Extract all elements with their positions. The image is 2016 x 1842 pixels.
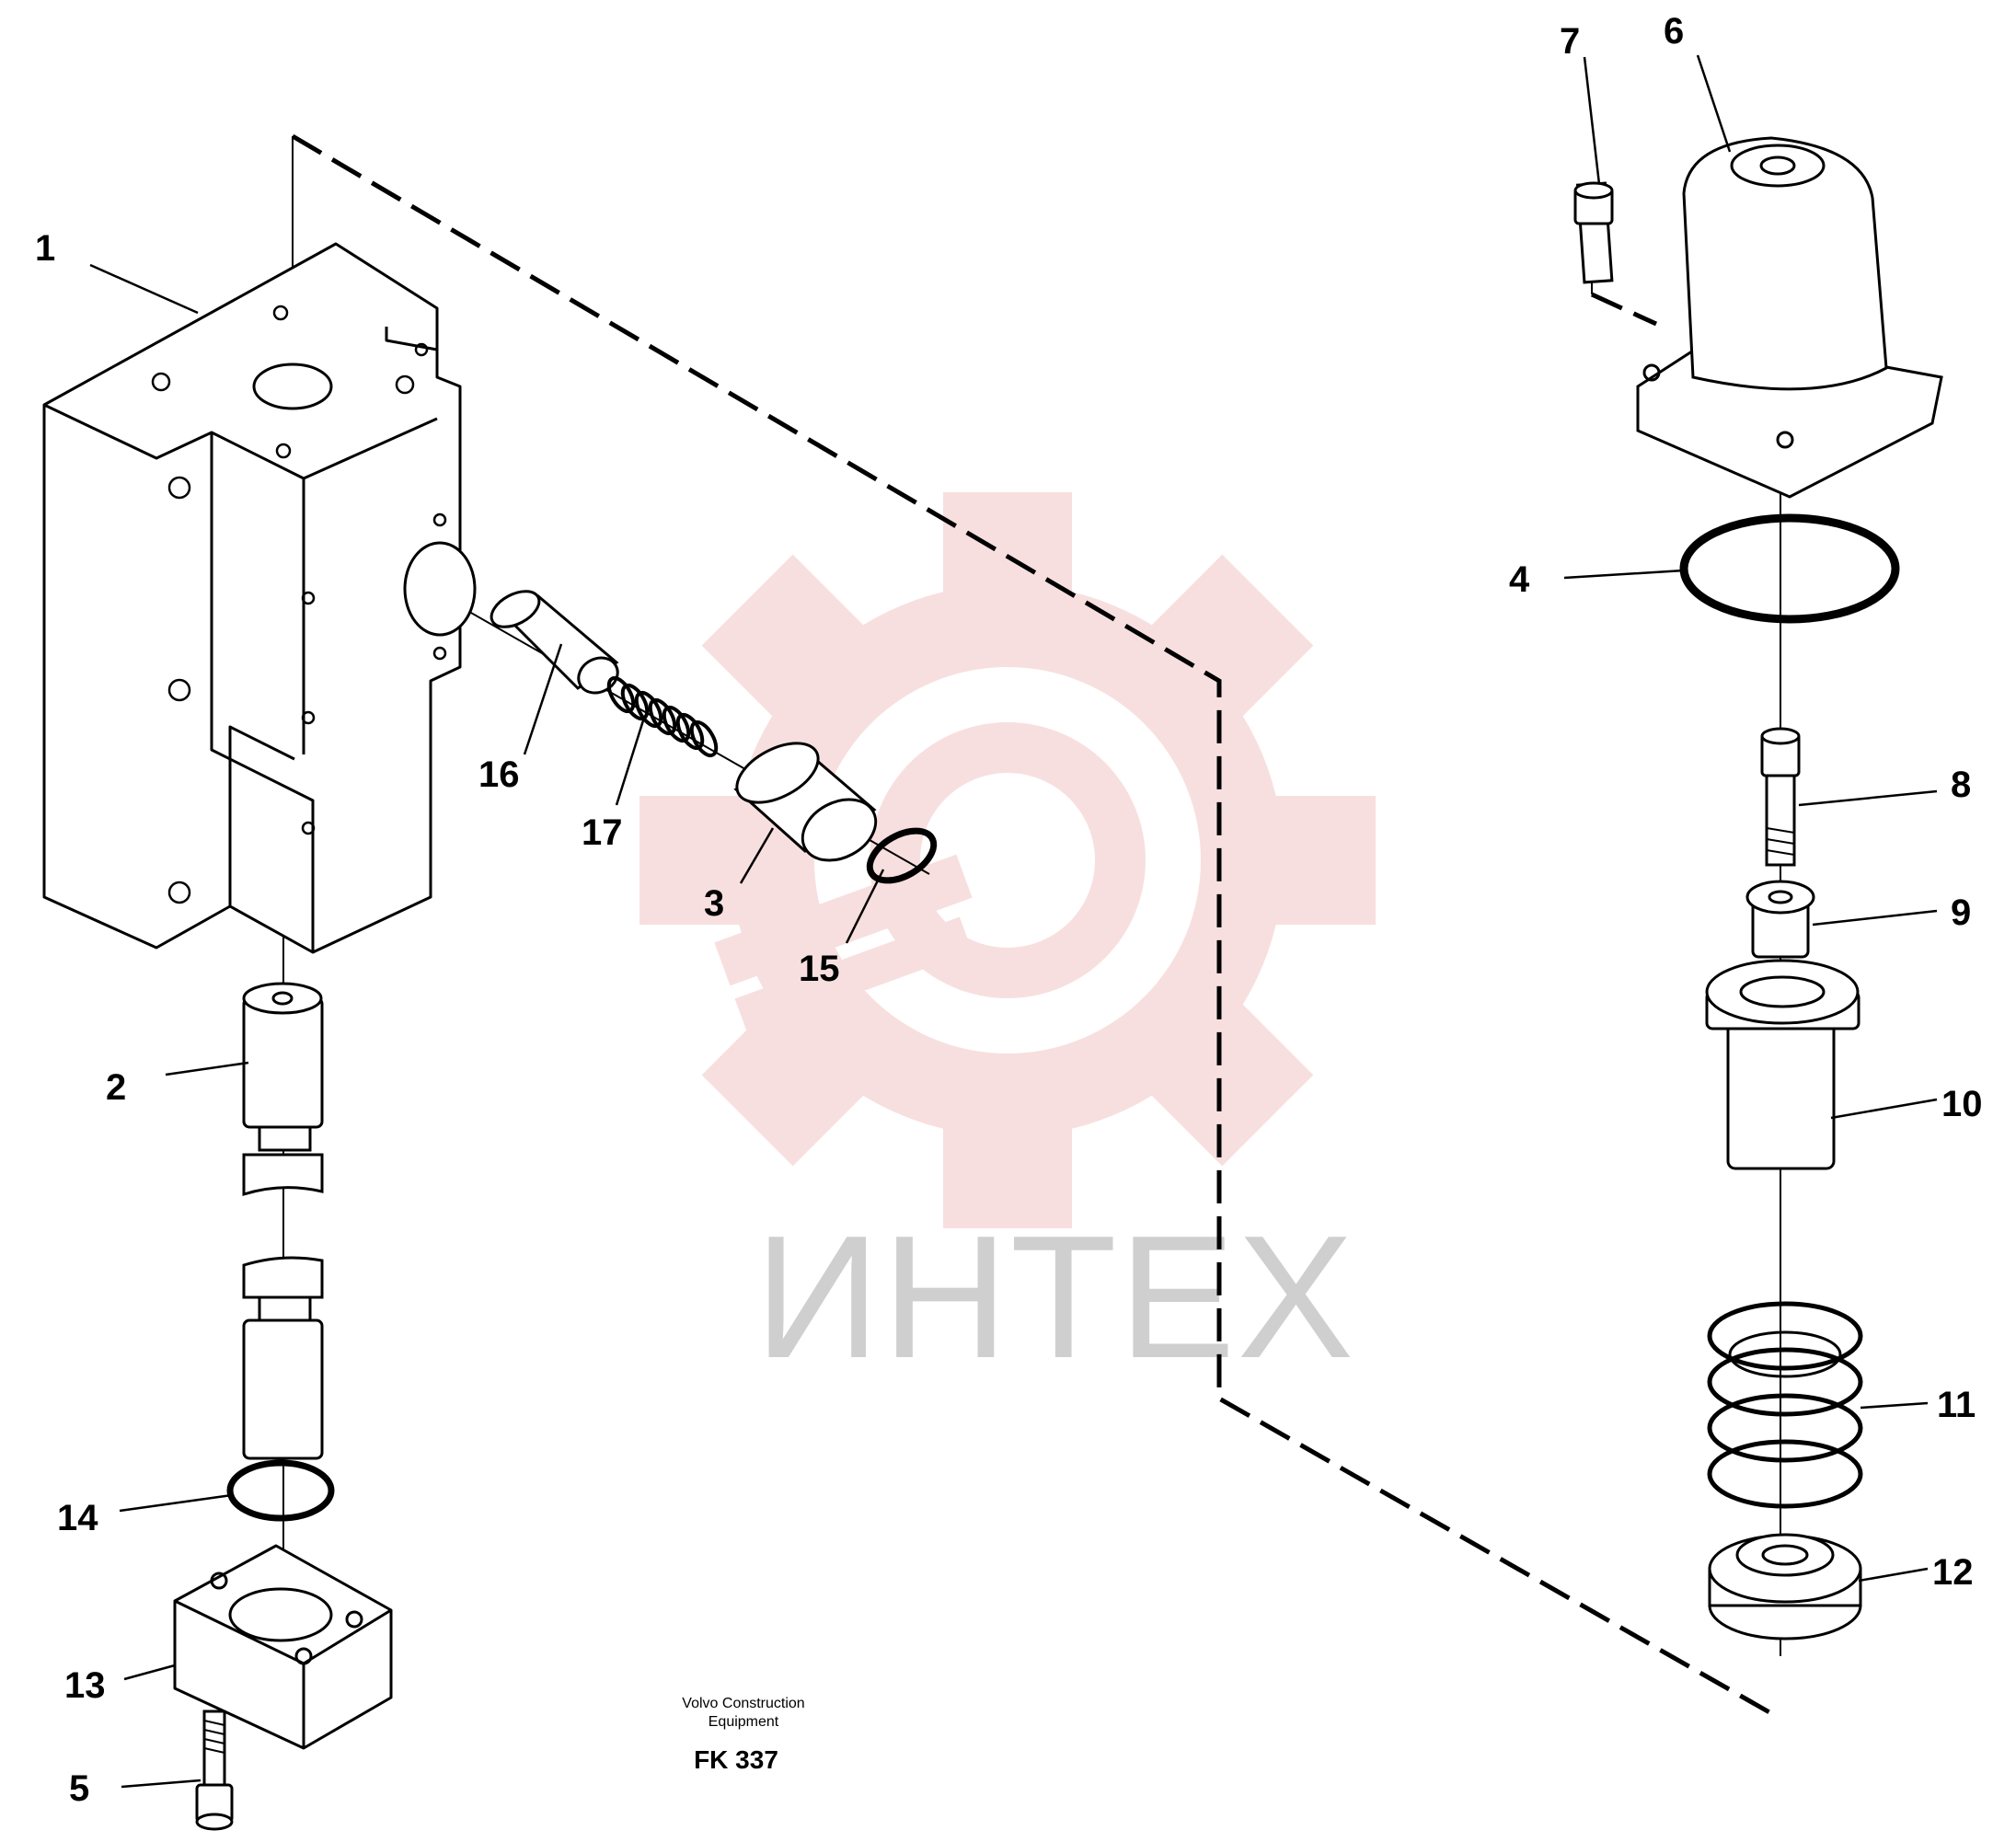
callout-17: 17 <box>582 812 623 853</box>
ring-part-15 <box>866 827 938 884</box>
spring-seat-part-10 <box>1705 959 1860 1170</box>
collar-part-9 <box>1745 880 1815 959</box>
callout-10: 10 <box>1941 1084 1983 1124</box>
callout-4: 4 <box>1509 559 1530 600</box>
spring-seat-part-12 <box>1708 1533 1862 1641</box>
callout-5: 5 <box>69 1768 89 1809</box>
callout-2: 2 <box>106 1067 126 1108</box>
watermark-text: ИНТЕХ <box>755 1200 1355 1395</box>
leader-lines <box>89 54 1938 1789</box>
maker-line-2: Equipment <box>708 1714 779 1730</box>
bolt-part-7 <box>1573 181 1614 284</box>
spool-part-2 <box>242 982 324 1460</box>
end-block-part-13 <box>173 1544 393 1750</box>
callout-16: 16 <box>478 754 520 795</box>
callout-15: 15 <box>799 949 840 989</box>
o-ring-part-4 <box>1679 513 1900 624</box>
callout-7: 7 <box>1560 21 1580 62</box>
drawing-code: FK 337 <box>694 1745 778 1774</box>
o-ring-part-14 <box>226 1459 335 1522</box>
valve-housing-part-1 <box>42 242 477 954</box>
plug-part-3 <box>733 742 878 862</box>
callout-12: 12 <box>1932 1552 1974 1593</box>
spring-part-11 <box>1707 1301 1863 1509</box>
assembly-dashed-lines <box>291 133 1778 1719</box>
callout-8: 8 <box>1951 765 1971 805</box>
maker-line-1: Volvo Construction <box>682 1696 804 1711</box>
callout-13: 13 <box>64 1665 106 1706</box>
bolt-part-8 <box>1760 727 1801 867</box>
callout-14: 14 <box>57 1498 98 1538</box>
bolt-part-5 <box>195 1710 234 1831</box>
callout-3: 3 <box>704 883 724 924</box>
sleeve-part-16 <box>490 590 619 695</box>
footer: Volvo Construction Equipment FK 337 <box>682 1696 804 1774</box>
cover-part-6 <box>1636 136 1943 499</box>
spring-part-17 <box>606 675 719 758</box>
callout-labels: 1 2 3 4 5 6 7 8 9 10 11 12 13 14 15 16 1… <box>35 11 1983 1809</box>
watermark-gear-logo <box>639 492 1376 1228</box>
callout-1: 1 <box>35 228 55 269</box>
callout-11: 11 <box>1937 1385 1976 1425</box>
callout-9: 9 <box>1951 892 1971 933</box>
callout-6: 6 <box>1664 11 1684 52</box>
